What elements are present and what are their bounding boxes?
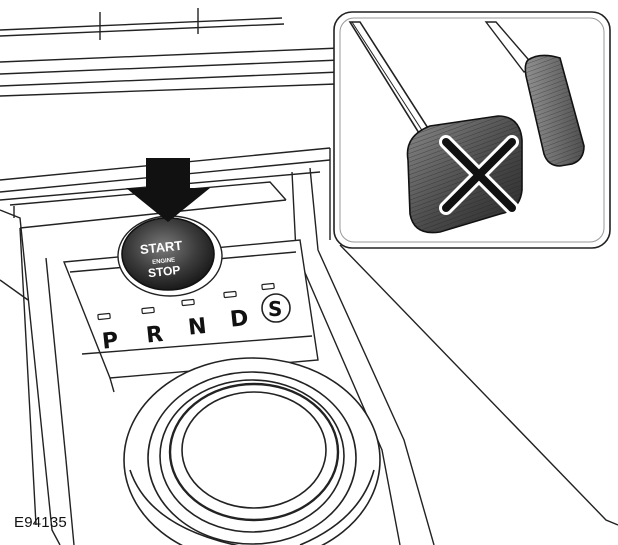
start-stop-label-stop: STOP bbox=[147, 263, 181, 280]
gear-label-r: R bbox=[145, 322, 165, 349]
gear-label-s: S bbox=[268, 297, 282, 321]
start-stop-label-start: START bbox=[139, 238, 183, 257]
down-arrow-icon bbox=[126, 158, 210, 222]
gear-label-p: P bbox=[101, 328, 120, 355]
center-console bbox=[0, 147, 618, 545]
figure-id-label: E94135 bbox=[14, 514, 67, 531]
rotary-gear-selector bbox=[123, 357, 381, 545]
gear-label-n: N bbox=[187, 314, 208, 341]
accelerator-pedal bbox=[484, 21, 585, 167]
gear-labels: P R N D S bbox=[101, 293, 291, 355]
start-stop-label-engine: ENGINE bbox=[152, 257, 176, 265]
cross-mark-icon bbox=[439, 135, 519, 215]
brake-pedal-inset bbox=[333, 11, 611, 249]
dashboard-top-lines bbox=[0, 8, 341, 97]
gear-label-d: D bbox=[229, 306, 250, 333]
brake-pedal-pad bbox=[406, 115, 523, 234]
gear-indicator-leds bbox=[97, 282, 275, 321]
start-stop-button[interactable]: START ENGINE STOP bbox=[117, 215, 223, 297]
sport-mode-icon: S bbox=[261, 293, 291, 323]
